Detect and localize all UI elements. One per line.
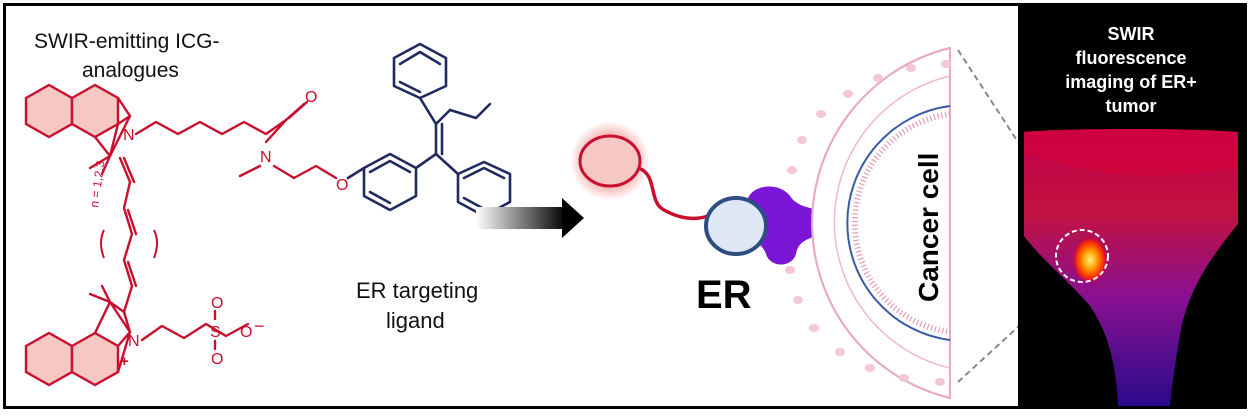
bottom-benzindole <box>24 300 132 387</box>
top-benzindole <box>24 83 132 158</box>
er-receptor <box>746 186 841 265</box>
figure-canvas: SWIR-emitting ICG- analogues N O n = 1,2… <box>24 6 1244 406</box>
structure-title-line2: analogues <box>82 59 179 82</box>
atom-n-bottom: N <box>128 333 140 350</box>
atom-n-amide: N <box>260 149 272 166</box>
process-arrow <box>476 198 584 238</box>
panel-caption-line4: tumor <box>1106 96 1157 116</box>
figure-frame: SWIR-emitting ICG- analogues N O n = 1,2… <box>3 3 1247 409</box>
ligand-label-line2: ligand <box>386 308 445 333</box>
dye-probe <box>570 121 709 221</box>
atom-o-s1: O <box>211 295 223 312</box>
er-label: ER <box>696 273 752 317</box>
cancer-cell <box>785 46 951 400</box>
atom-o-s2: O <box>211 351 223 368</box>
panel-caption-line2: fluorescence <box>1075 48 1186 68</box>
atom-minus: − <box>254 316 265 336</box>
panel-caption-line3: imaging of ER+ <box>1065 72 1197 92</box>
tumor-signal <box>1072 236 1108 284</box>
atom-n-top: N <box>123 127 135 144</box>
icg-analogue-structure: SWIR-emitting ICG- analogues N O n = 1,2… <box>24 30 348 387</box>
tumor-circle <box>1055 229 1109 283</box>
atom-s: S <box>210 324 221 341</box>
swir-imaging-panel: SWIR fluorescence imaging of ER+ tumor <box>1018 6 1244 406</box>
er-targeting-ligand-structure <box>346 42 512 218</box>
ligand-bound-disc <box>704 196 768 256</box>
cancer-cell-label: Cancer cell <box>913 153 944 302</box>
ligand-label-line1: ER targeting <box>356 278 478 303</box>
atom-o-s3: O <box>240 324 252 341</box>
structure-title-line1: SWIR-emitting ICG- <box>34 30 220 53</box>
atom-plus: + <box>120 353 129 370</box>
repeat-unit-label: n = 1,2,3 <box>87 160 107 209</box>
panel-caption-line1: SWIR <box>1108 24 1155 44</box>
atom-o-carbonyl: O <box>305 89 317 106</box>
cell-nuclei <box>785 60 951 386</box>
atom-o-ether: O <box>336 177 348 194</box>
